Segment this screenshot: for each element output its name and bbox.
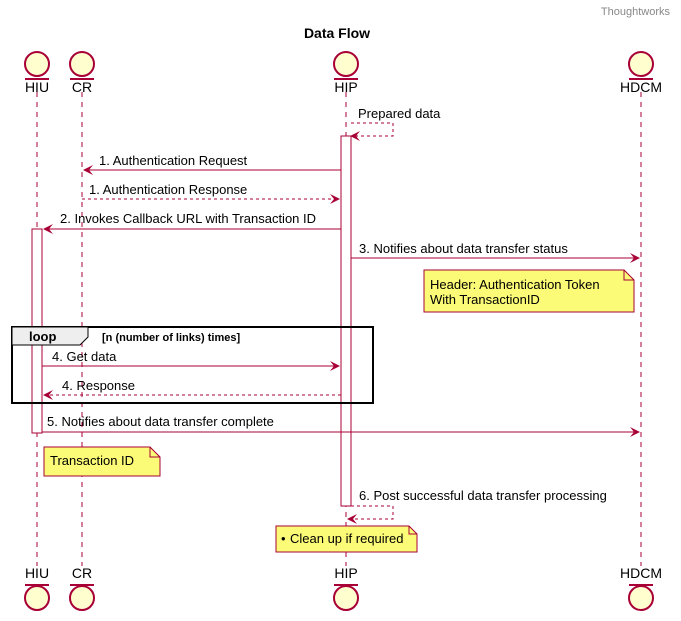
bullet-icon: • — [281, 531, 286, 546]
loop-keyword: loop — [29, 329, 56, 344]
actor-cr-top: CR — [69, 51, 95, 95]
loop-frame: loop [n (number of links) times] — [11, 326, 374, 404]
message-label: 1. Authentication Request — [99, 153, 248, 168]
message-invokes-callback: 2. Invokes Callback URL with Transaction… — [43, 211, 341, 234]
message-label: 1. Authentication Response — [89, 182, 247, 197]
loop-tab — [11, 326, 89, 346]
message-prepared-data: Prepared data — [350, 106, 441, 141]
actor-label: HIP — [334, 565, 357, 581]
actor-hdcm-top: HDCM — [620, 51, 662, 95]
actor-hip-bottom: HIP — [333, 565, 359, 611]
note-auth-token: Header: Authentication Token With Transa… — [423, 269, 635, 313]
message-auth-request: 1. Authentication Request — [83, 153, 341, 175]
actor-label: HIP — [334, 79, 357, 95]
diagram-title: Data Flow — [304, 25, 370, 41]
message-label: Prepared data — [358, 106, 441, 121]
actor-entity-icon — [24, 51, 50, 77]
loop-box — [11, 326, 374, 404]
message-label: 3. Notifies about data transfer status — [359, 241, 568, 256]
message-label: 5. Notifies about data transfer complete — [47, 414, 274, 429]
actor-entity-icon — [24, 585, 50, 611]
message-get-data: 4. Get data — [42, 349, 340, 371]
actor-hip-top: HIP — [333, 51, 359, 95]
actor-cr-bottom: CR — [69, 565, 95, 611]
loop-condition: [n (number of links) times] — [102, 332, 240, 344]
note-line: Transaction ID — [50, 453, 134, 468]
activation-hip — [340, 135, 352, 507]
message-notify-status: 3. Notifies about data transfer status — [351, 241, 640, 263]
actor-label: CR — [72, 79, 92, 95]
actor-label: HDCM — [620, 565, 662, 581]
actor-entity-icon — [69, 51, 95, 77]
message-label: 4. Get data — [52, 349, 117, 364]
actor-label: HDCM — [620, 79, 662, 95]
actor-entity-icon — [333, 585, 359, 611]
actor-entity-icon — [628, 585, 654, 611]
actor-label: HIU — [25, 79, 49, 95]
note-cleanup: • Clean up if required — [275, 525, 418, 553]
message-label: 2. Invokes Callback URL with Transaction… — [60, 211, 316, 226]
message-response: 4. Response — [43, 378, 341, 400]
actor-label: CR — [72, 565, 92, 581]
actor-hdcm-bottom: HDCM — [620, 565, 662, 611]
message-auth-response: 1. Authentication Response — [82, 182, 340, 204]
actor-label: HIU — [25, 565, 49, 581]
brand-text: Thoughtworks — [601, 6, 671, 18]
actor-hiu-top: HIU — [24, 51, 50, 95]
message-label: 6. Post successful data transfer process… — [359, 488, 607, 503]
actor-entity-icon — [333, 51, 359, 77]
message-post-processing: 6. Post successful data transfer process… — [347, 488, 607, 524]
actor-entity-icon — [69, 585, 95, 611]
note-line: Clean up if required — [290, 531, 403, 546]
note-transaction-id: Transaction ID — [43, 446, 161, 477]
note-line: With TransactionID — [430, 292, 540, 307]
message-label: 4. Response — [62, 378, 135, 393]
message-notify-complete: 5. Notifies about data transfer complete — [42, 414, 640, 437]
actor-hiu-bottom: HIU — [24, 565, 50, 611]
note-line: Header: Authentication Token — [430, 277, 600, 292]
actor-entity-icon — [628, 51, 654, 77]
